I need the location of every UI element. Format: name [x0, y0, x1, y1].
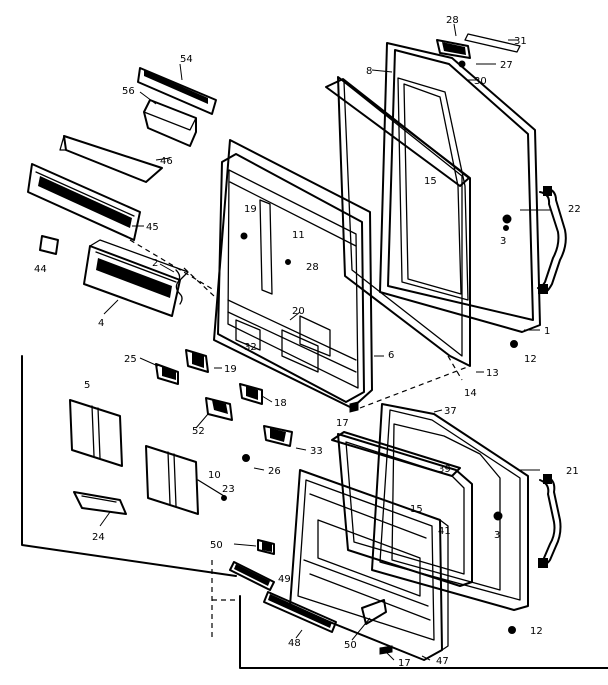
part-upper-outer-door — [379, 42, 541, 333]
part-upper-handle — [537, 186, 567, 294]
callout-3: 3 — [500, 236, 506, 247]
callout-50: 50 — [210, 540, 223, 551]
part-roller-49 — [229, 561, 275, 591]
part-tray-24 — [73, 491, 127, 515]
part-screw-12a — [510, 340, 518, 348]
callout-28: 28 — [306, 262, 319, 273]
part-wire-rack-46 — [59, 135, 163, 183]
part-clip-44 — [39, 235, 59, 255]
callout-24: 24 — [92, 532, 105, 543]
part-lower-outer-door — [371, 403, 529, 611]
part-clip-50b — [361, 599, 387, 625]
part-hinge-19 — [185, 349, 209, 373]
callout-3: 3 — [494, 530, 500, 541]
callout-44: 44 — [34, 264, 47, 275]
callout-39: 39 — [438, 464, 451, 475]
callout-27: 27 — [500, 60, 513, 71]
callout-21: 21 — [566, 466, 579, 477]
callout-26: 26 — [268, 466, 281, 477]
part-bracket-33 — [263, 425, 293, 447]
part-clip-50a — [257, 539, 275, 555]
part-screw-17a — [349, 401, 359, 413]
callout-labels: 28 31 27 30 8 54 56 46 45 44 2 4 19 11 2… — [34, 15, 581, 669]
part-screw-12b — [508, 626, 516, 634]
callout-8: 8 — [366, 66, 372, 77]
guide-lines — [129, 239, 471, 640]
callout-14: 14 — [464, 388, 477, 399]
callout-1: 1 — [544, 326, 550, 337]
part-shelf-rail-54 — [137, 67, 217, 115]
callout-33: 33 — [310, 446, 323, 457]
callout-41: 41 — [438, 526, 451, 537]
callout-56: 56 — [122, 86, 135, 97]
callout-10: 10 — [208, 470, 221, 481]
callout-5: 5 — [84, 380, 90, 391]
callout-54: 54 — [180, 54, 193, 65]
callout-25: 25 — [124, 354, 137, 365]
part-butter-bin-56 — [143, 99, 197, 147]
part-screw-23 — [221, 495, 227, 501]
part-screw-26 — [242, 454, 250, 462]
part-lower-gasket — [331, 431, 473, 587]
callout-31: 31 — [514, 36, 527, 47]
part-divider-10 — [145, 445, 225, 515]
part-gasket-strip-48 — [263, 591, 337, 633]
part-hinge-25 — [155, 363, 179, 385]
part-divider-5 — [69, 399, 123, 467]
callout-28: 28 — [446, 15, 459, 26]
callout-46: 46 — [160, 156, 173, 167]
callout-37: 37 — [444, 406, 457, 417]
part-screw-17b — [379, 645, 393, 655]
callout-52: 52 — [192, 426, 205, 437]
callout-49: 49 — [278, 574, 291, 585]
callout-13: 13 — [486, 368, 499, 379]
part-lower-inner-liner — [289, 469, 449, 661]
callout-19: 19 — [224, 364, 237, 375]
callout-48: 48 — [288, 638, 301, 649]
callout-32: 32 — [244, 342, 257, 353]
callout-19: 19 — [244, 204, 257, 215]
part-hinge-18 — [239, 383, 263, 405]
callout-47: 47 — [436, 656, 449, 667]
callout-4: 4 — [98, 318, 104, 329]
callout-12: 12 — [530, 626, 543, 637]
part-bracket-52 — [205, 397, 233, 421]
leader-lines — [99, 23, 550, 661]
callout-17: 17 — [398, 658, 411, 669]
callout-6: 6 — [388, 350, 394, 361]
part-hinge-cover-top — [436, 33, 521, 68]
callout-23: 23 — [222, 484, 235, 495]
callout-18: 18 — [274, 398, 287, 409]
callout-2: 2 — [152, 258, 158, 269]
callout-15: 15 — [424, 176, 437, 187]
part-upper-inner-liner — [213, 139, 373, 409]
part-door-shelf-45 — [27, 163, 141, 241]
callout-12: 12 — [524, 354, 537, 365]
frame-lines — [21, 355, 608, 669]
callout-45: 45 — [146, 222, 159, 233]
part-lower-handle — [538, 474, 562, 568]
callout-20: 20 — [292, 306, 305, 317]
part-door-shelf-4 — [83, 239, 189, 317]
callout-30: 30 — [474, 76, 487, 87]
callout-17: 17 — [336, 418, 349, 429]
callout-11: 11 — [292, 230, 305, 241]
callout-22: 22 — [568, 204, 581, 215]
part-gasket-upper — [325, 76, 471, 367]
part-spring-2 — [175, 269, 183, 305]
callout-50: 50 — [344, 640, 357, 651]
callout-15: 15 — [410, 504, 423, 515]
